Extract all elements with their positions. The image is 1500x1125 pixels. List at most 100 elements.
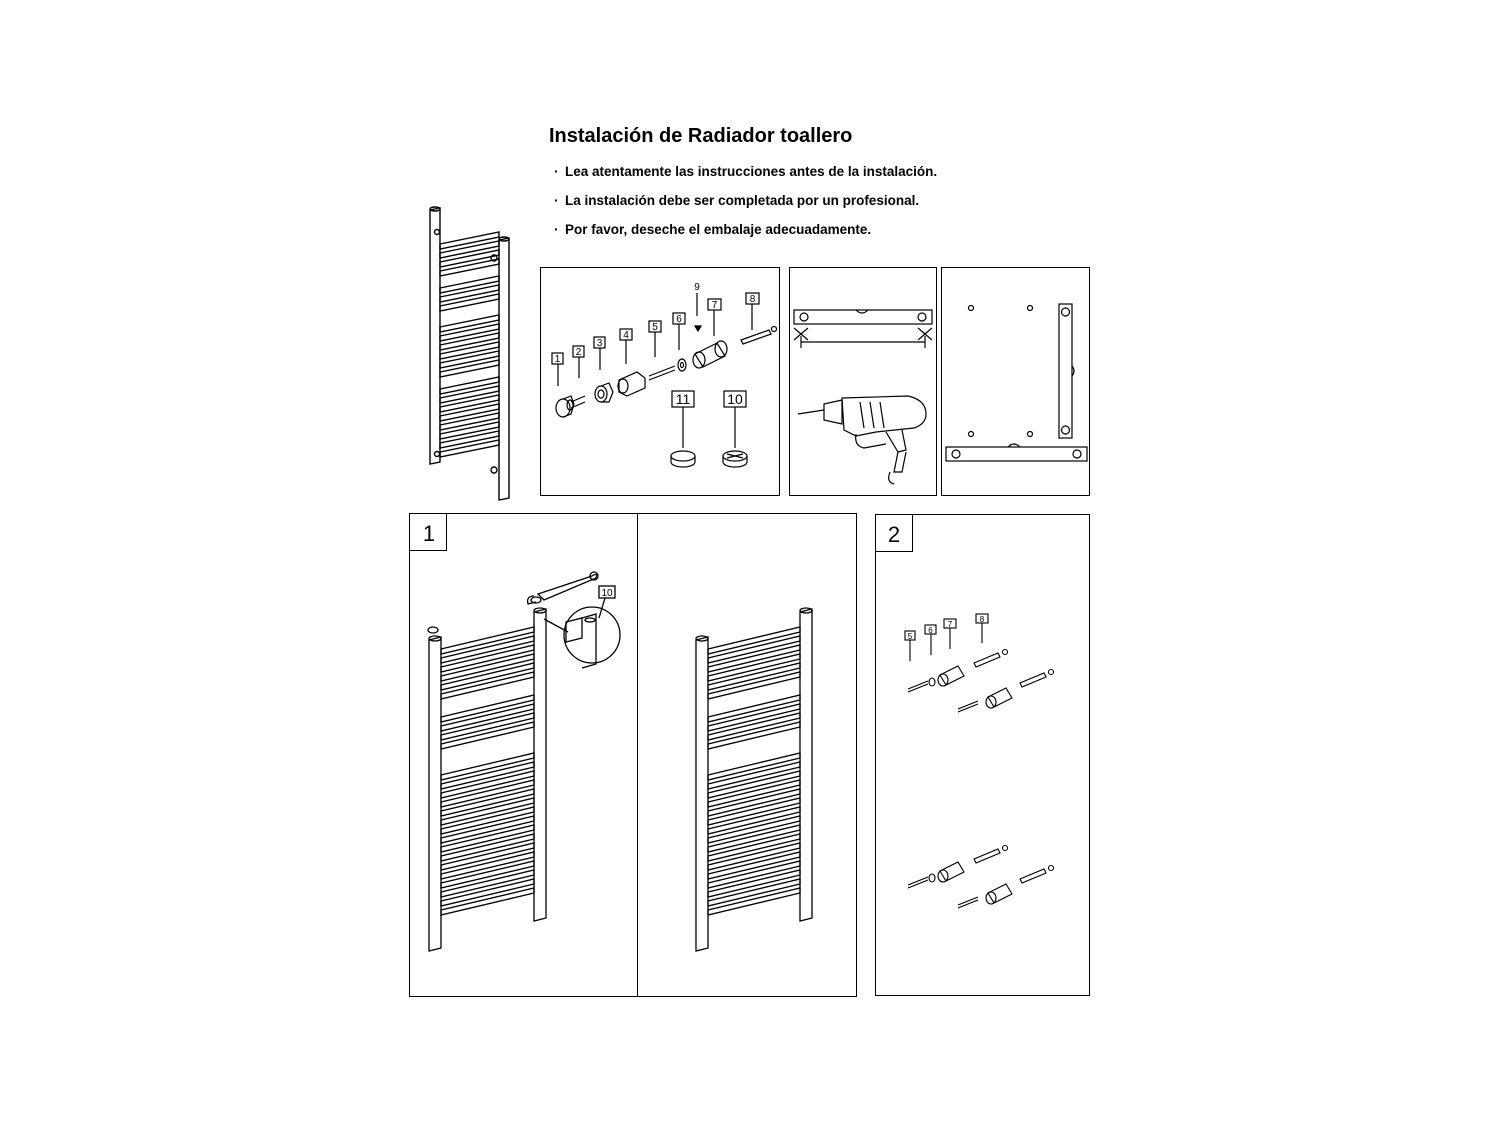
radiator-rail (439, 350, 500, 369)
radiator-rail (707, 869, 801, 898)
radiator-rail (707, 752, 801, 781)
radiator-rail (707, 887, 801, 916)
radiator-rail (440, 797, 535, 826)
radiator-rail (707, 635, 801, 664)
mounting-hardware-part (1047, 864, 1055, 872)
part-label-7: 7 (712, 300, 718, 311)
instruction-bullet: ·Por favor, deseche el embalaje adecuada… (554, 222, 871, 237)
hardware-label-7: 7 (948, 620, 953, 629)
radiator-rail (439, 403, 500, 422)
part-label-10: 10 (727, 391, 743, 407)
radiator-rail (707, 712, 801, 741)
mounting-hardware-part (957, 896, 979, 909)
radiator-rail (707, 653, 801, 682)
bullet-text: Lea atentamente las instrucciones antes … (565, 164, 938, 179)
wall-layout-illustration (945, 303, 1088, 462)
radiator-rail (439, 385, 500, 404)
radiator-rail (440, 653, 535, 682)
radiator-rail (440, 694, 535, 723)
mounting-hardware-part (928, 873, 936, 883)
mounting-hardware-part (987, 687, 1013, 708)
parts-illustration: 1 2 3 4 5 6 9 7 8 11 10 (551, 282, 778, 468)
mounting-hardware-part (1047, 668, 1055, 676)
hardware-label-8: 8 (980, 615, 985, 624)
radiator-rail (439, 323, 500, 342)
part-label-6: 6 (676, 314, 682, 325)
radiator-rail (440, 635, 535, 664)
radiator-rail (440, 887, 535, 916)
step-1-number: 1 (423, 521, 435, 546)
bullet-dot-icon: · (554, 193, 559, 208)
step-2-panel: 2 5 6 7 8 (875, 514, 1090, 996)
radiator-rail (439, 359, 500, 378)
radiator-rail (707, 860, 801, 889)
radiator-rail (439, 412, 500, 431)
radiator-rail (440, 815, 535, 844)
page-title: Instalación de Radiador toallero (549, 125, 853, 147)
radiator-rail (707, 644, 801, 673)
part-label-4: 4 (623, 330, 629, 341)
radiator-rail (707, 833, 801, 862)
step-2-illustration: 2 5 6 7 8 (888, 522, 1055, 909)
mounting-hardware-part (1001, 648, 1009, 656)
drilling-panel (789, 267, 937, 496)
parts-panel: 1 2 3 4 5 6 9 7 8 11 10 (540, 267, 780, 496)
radiator-rail (707, 815, 801, 844)
step-2-number-box (876, 515, 913, 552)
mounting-hardware-part (973, 848, 1001, 864)
radiator-rail (707, 824, 801, 853)
mounting-hardware-part (939, 665, 965, 686)
part-label-5: 5 (652, 322, 658, 333)
radiator-rail (440, 703, 535, 732)
mounting-hardware-part (957, 700, 979, 713)
part-label-2: 2 (576, 347, 582, 358)
radiator-rail (707, 694, 801, 723)
radiator-rail (439, 439, 500, 458)
radiator-rail (440, 824, 535, 853)
part-label-3: 3 (597, 338, 603, 349)
radiator-rail (439, 421, 500, 440)
radiator-rail (440, 833, 535, 862)
radiator-rail (707, 779, 801, 808)
step-1-divider (637, 514, 638, 996)
instruction-bullet: · La instalación debe ser completada por … (554, 193, 919, 208)
instruction-bullet: · Lea atentamente las instrucciones antes… (554, 164, 937, 179)
bullet-dot-icon: · (554, 222, 559, 237)
bullet-text: La instalación debe ser completada por u… (565, 193, 920, 208)
radiator-rail (707, 797, 801, 826)
radiator-rail (439, 258, 500, 277)
step-2-number: 2 (888, 522, 900, 547)
part-label-9: 9 (694, 282, 700, 293)
radiator-rail (440, 761, 535, 790)
radiator-rail (440, 851, 535, 880)
radiator-rail (440, 860, 535, 889)
radiator-rail (439, 293, 500, 312)
radiator-rail (439, 394, 500, 413)
radiator-rail (439, 314, 500, 333)
radiator-rail (707, 878, 801, 907)
mounting-hardware-part (928, 677, 936, 687)
radiator-rail (440, 626, 535, 655)
mounting-hardware-part (1001, 844, 1009, 852)
wall-layout-panel (941, 267, 1090, 496)
radiator-rail (440, 788, 535, 817)
mounting-hardware-part (985, 695, 997, 709)
radiator-rail (707, 721, 801, 750)
radiator-rail (707, 703, 801, 732)
radiator-rail (440, 806, 535, 835)
radiator-rail (439, 249, 500, 268)
radiator-rail (440, 662, 535, 691)
radiator-rail (440, 671, 535, 700)
radiator-rail (440, 770, 535, 799)
radiator-rail (439, 430, 500, 449)
mounting-hardware-part (1019, 868, 1047, 884)
radiator-rail (440, 869, 535, 898)
mounting-hardware-part (985, 891, 997, 905)
radiator-rail (440, 779, 535, 808)
mounting-hardware-part (987, 883, 1013, 904)
radiator-rail (440, 878, 535, 907)
radiator-rail (440, 644, 535, 673)
radiator-rail (707, 761, 801, 790)
hardware-label-5: 5 (908, 632, 913, 641)
bullet-dot-icon: · (554, 164, 559, 179)
